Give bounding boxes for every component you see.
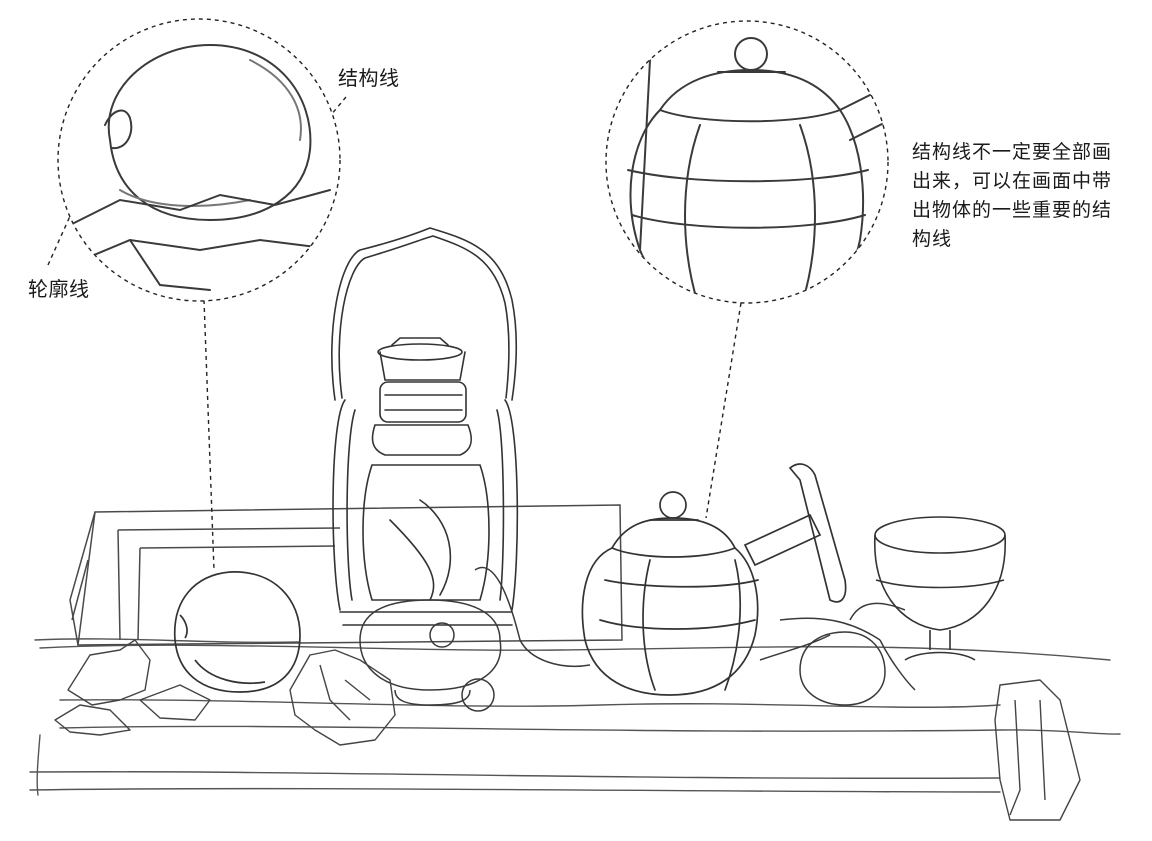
fruit-left (173, 571, 301, 693)
contour-line-label: 轮廓线 (28, 277, 90, 301)
tangerine (759, 602, 916, 706)
teapot (581, 463, 847, 696)
table (29, 638, 1121, 796)
structure-arrow-line (304, 96, 347, 147)
small-pot (359, 566, 591, 712)
wine-glass (874, 516, 1006, 661)
picture-frame (69, 504, 623, 646)
structure-line-label: 结构线 (338, 66, 400, 90)
zoom-circle-right (605, 20, 889, 304)
oil-lantern (331, 227, 519, 626)
zoom-circle-left (57, 18, 341, 302)
cloth-folds (54, 639, 1081, 821)
leader-line-right (705, 302, 742, 519)
leader-line-left (203, 299, 215, 571)
annotation-note: 结构线不一定要全部画出来，可以在画面中带出物体的一些重要的结构线 (912, 141, 1113, 250)
